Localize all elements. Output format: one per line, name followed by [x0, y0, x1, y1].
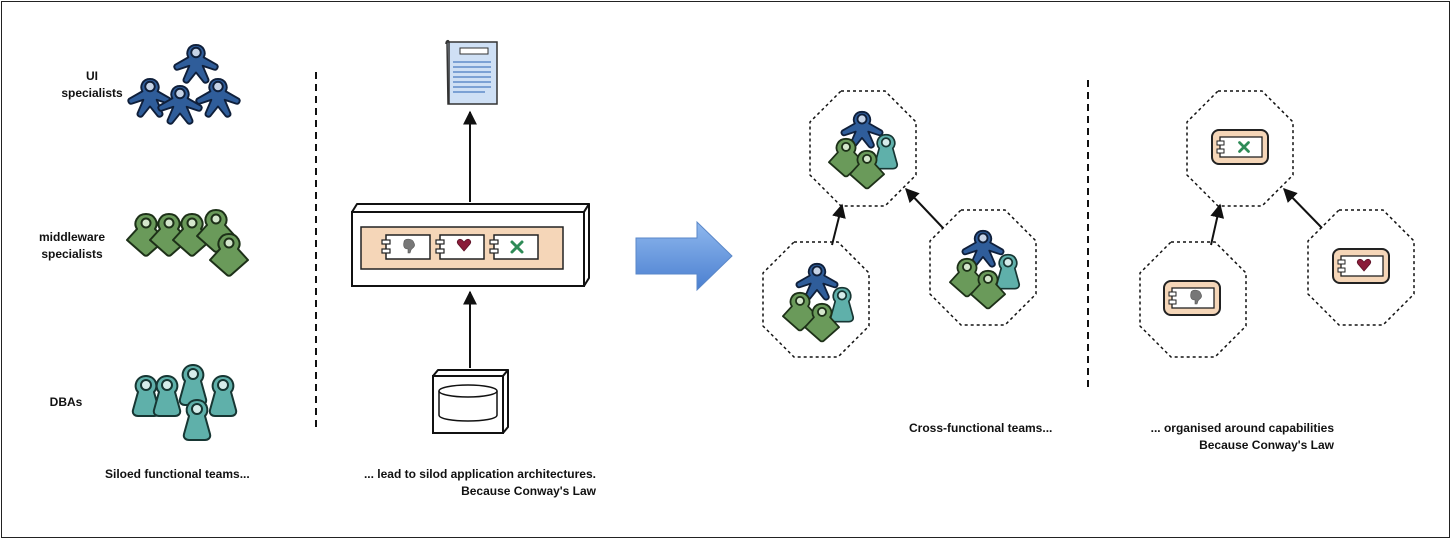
team-boundary-left — [762, 241, 870, 358]
middleware-specialists-label: middleware specialists — [38, 230, 106, 261]
dba-group — [131, 364, 238, 441]
ui-specialists-label: UI specialists — [61, 69, 123, 100]
dba-label: DBAs — [49, 395, 83, 409]
middleware-specialists-group — [126, 209, 249, 277]
team-boundary-top — [809, 90, 917, 207]
team-boundary-right — [929, 209, 1037, 326]
arrow-service-right-to-top — [1283, 187, 1323, 229]
transition-arrow-icon — [635, 220, 733, 292]
siloed-teams-caption: Siloed functional teams... — [105, 467, 250, 481]
arrow-service-left-to-top — [1210, 203, 1225, 246]
arrow-right-to-top — [905, 187, 944, 229]
database-icon — [432, 369, 509, 434]
ui-specialists-group — [127, 43, 241, 125]
cross-functional-caption: Cross-functional teams... — [909, 421, 1053, 435]
document-icon — [445, 39, 498, 105]
service-top-component — [1211, 129, 1269, 165]
capabilities-caption: ... organised around capabilities Becaus… — [1150, 421, 1334, 452]
application-box — [351, 203, 590, 287]
service-left-component — [1163, 280, 1221, 316]
service-right-component — [1332, 248, 1390, 284]
silod-architecture-caption: ... lead to silod application architectu… — [363, 467, 596, 498]
arrow-left-to-top — [831, 203, 846, 246]
